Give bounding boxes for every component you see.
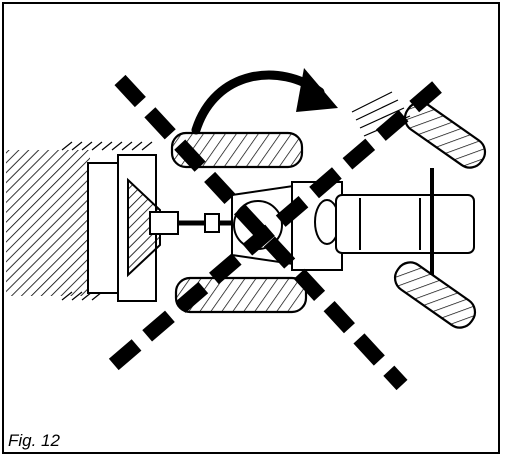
motion-lines — [351, 91, 411, 137]
tractor-body — [231, 181, 475, 271]
prohibited-cross-icon — [100, 74, 442, 391]
curved-arrow-icon — [191, 68, 338, 135]
front-tyres — [393, 101, 487, 329]
ground-hatching — [61, 141, 153, 301]
rear-tyres — [170, 131, 308, 314]
wall-hatched — [6, 150, 90, 296]
rear-implement — [87, 154, 236, 302]
figure-caption: Fig. 12 — [6, 431, 64, 451]
